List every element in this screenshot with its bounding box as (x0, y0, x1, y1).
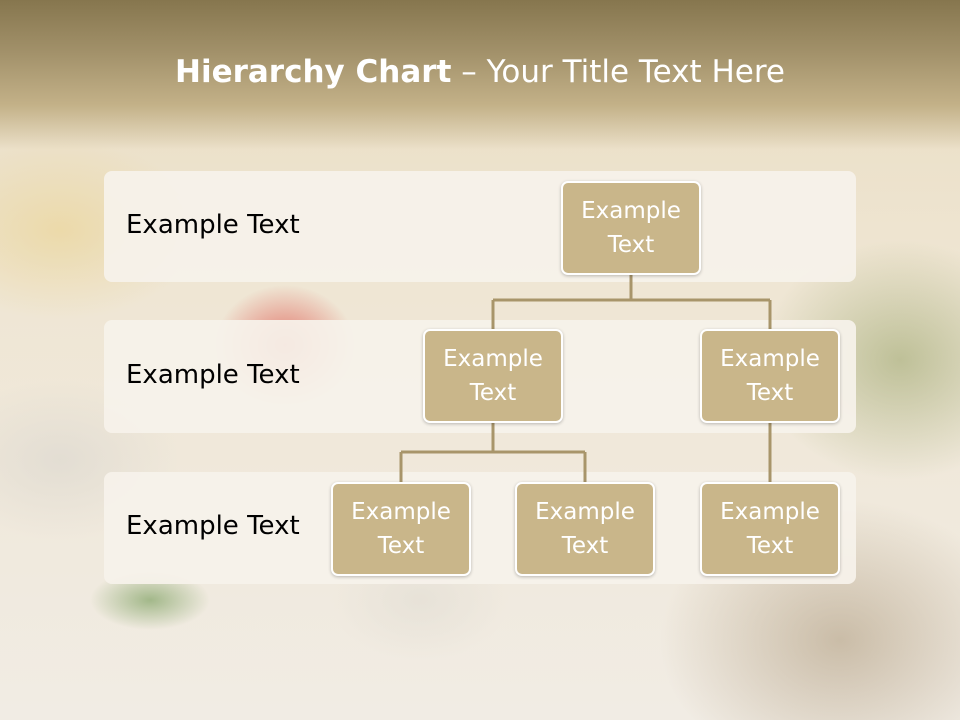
header-bar (0, 0, 960, 150)
level-2-label: Example Text (126, 360, 300, 390)
node-level3-a[interactable]: Example Text (331, 482, 471, 576)
node-level3-c[interactable]: Example Text (700, 482, 840, 576)
title-rest: – Your Title Text Here (451, 54, 785, 90)
level-band-1 (104, 171, 856, 282)
level-3-label: Example Text (126, 511, 300, 541)
level-1-label: Example Text (126, 210, 300, 240)
node-level3-b[interactable]: Example Text (515, 482, 655, 576)
slide-title: Hierarchy Chart – Your Title Text Here (0, 54, 960, 90)
connector-root (491, 275, 772, 329)
connector-left (399, 422, 587, 482)
node-root[interactable]: Example Text (561, 181, 701, 275)
node-level2-right[interactable]: Example Text (700, 329, 840, 423)
title-bold: Hierarchy Chart (175, 54, 452, 90)
node-level2-left[interactable]: Example Text (423, 329, 563, 423)
